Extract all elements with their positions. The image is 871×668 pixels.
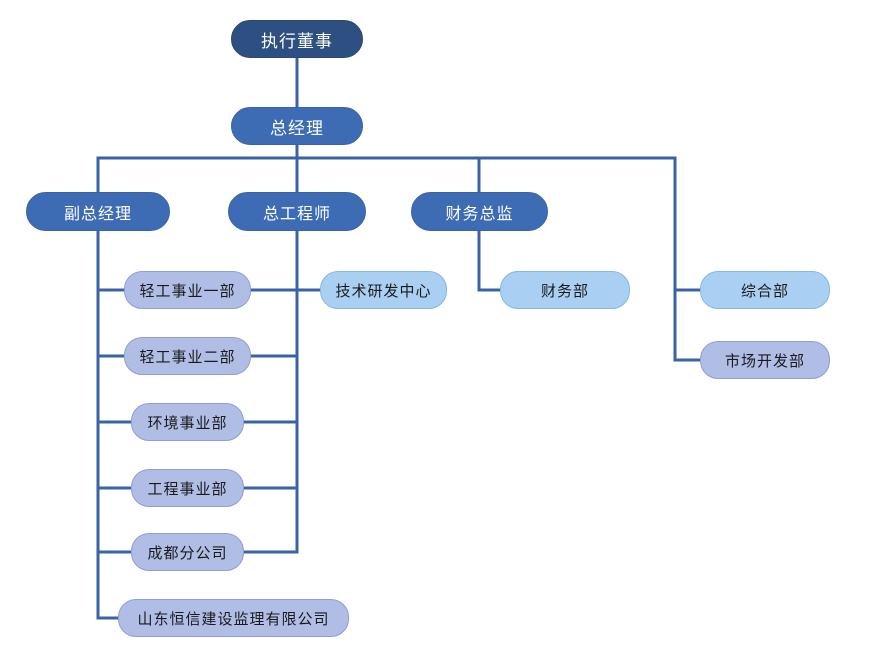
- node-chief-engineer[interactable]: 总工程师: [228, 192, 366, 231]
- node-light-industry-div-2[interactable]: 轻工事业二部: [124, 337, 251, 375]
- node-finance-department[interactable]: 财务部: [500, 271, 630, 309]
- node-engineering-division[interactable]: 工程事业部: [131, 469, 244, 507]
- node-deputy-general-manager[interactable]: 副总经理: [26, 192, 170, 231]
- node-light-industry-div-1[interactable]: 轻工事业一部: [124, 271, 251, 309]
- node-shandong-hengxin-supervision[interactable]: 山东恒信建设监理有限公司: [118, 599, 349, 637]
- node-market-development-department[interactable]: 市场开发部: [700, 341, 830, 379]
- node-environment-division[interactable]: 环境事业部: [131, 403, 244, 441]
- node-chengdu-branch[interactable]: 成都分公司: [131, 533, 244, 571]
- node-finance-director[interactable]: 财务总监: [411, 192, 548, 231]
- node-tech-rd-center[interactable]: 技术研发中心: [320, 271, 447, 309]
- node-general-affairs-department[interactable]: 综合部: [700, 271, 830, 309]
- node-general-manager[interactable]: 总经理: [231, 107, 363, 145]
- node-executive-director[interactable]: 执行董事: [231, 20, 363, 58]
